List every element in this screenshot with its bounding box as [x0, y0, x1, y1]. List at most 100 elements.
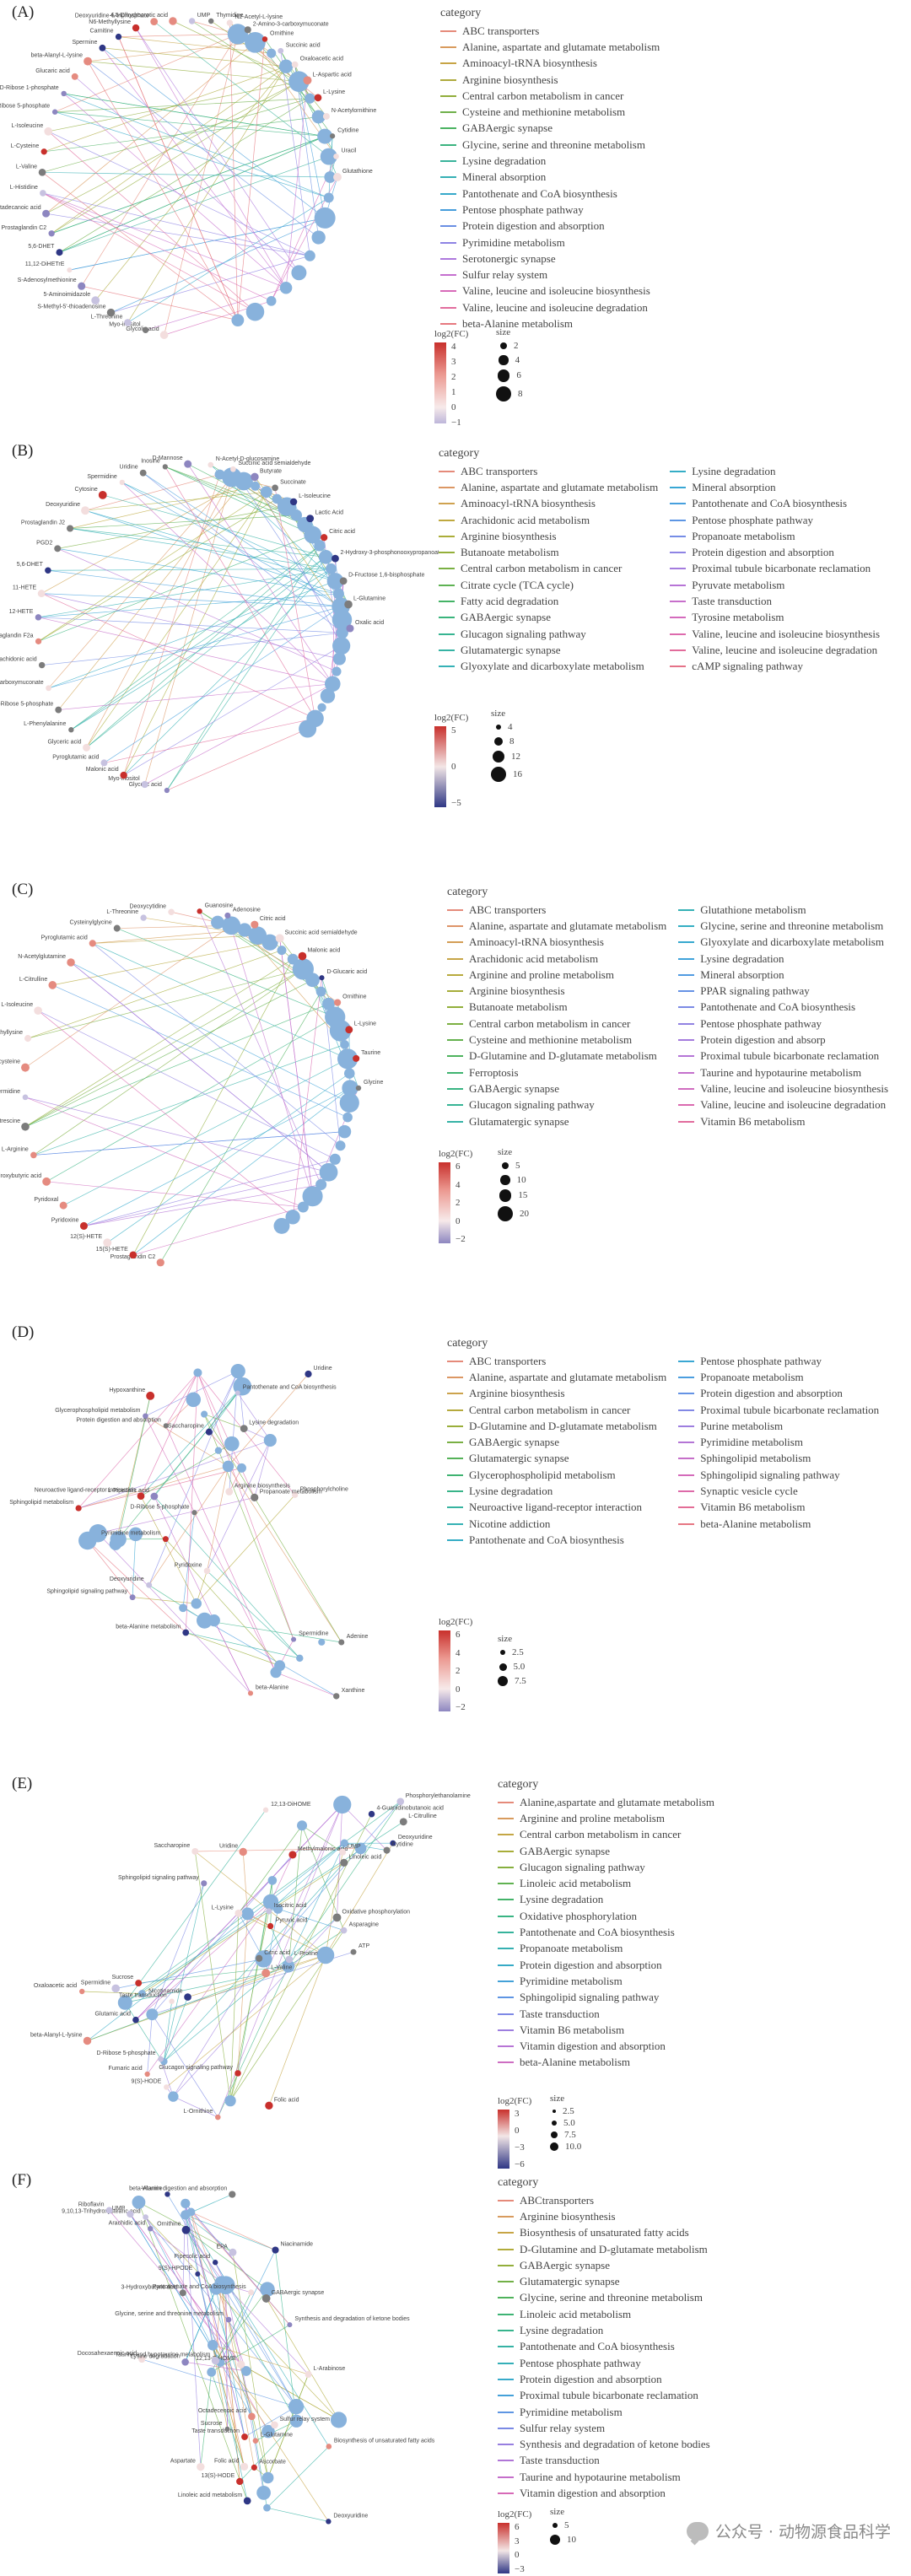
pathway-edge [213, 1619, 251, 1694]
pathway-edge [186, 1632, 300, 1659]
legend-label: Fatty acid degradation [461, 595, 559, 608]
pathway-edge [69, 485, 256, 529]
pathway-edge [185, 1372, 198, 1633]
metabolite-label: Carnitine [90, 29, 114, 35]
legend-item: Sulfur relay system [498, 2420, 710, 2436]
metabolite-node [289, 498, 298, 506]
pathway-edge [38, 498, 278, 642]
pathway-edge [140, 1386, 243, 1496]
pathway-edge [132, 1597, 197, 1604]
metabolite-node [213, 2260, 218, 2266]
size-legend-item: 2 [496, 341, 523, 351]
pathway-edge [41, 593, 340, 660]
pathway-edge [88, 61, 299, 83]
metabolite-label: Sulfur relay system [279, 2417, 330, 2422]
metabolite-label: Cytosine [75, 487, 98, 493]
legend-label: Pyrimidine metabolism [520, 2405, 623, 2418]
legend-label: Lysine degradation [462, 154, 547, 168]
metabolite-node [211, 2356, 220, 2365]
legend-item: Vitamin B6 metabolism [678, 1113, 888, 1129]
pathway-edge [268, 1954, 326, 2106]
metabolite-label: L-Homocysteine [0, 1059, 20, 1065]
legend-item: Arginine biosynthesis [447, 1386, 666, 1402]
pathway-node [266, 296, 277, 306]
pathway-edge [217, 1965, 289, 2118]
pathway-edge [24, 1003, 329, 1128]
size-legend-dot [553, 2110, 556, 2113]
metabolite-node [261, 36, 268, 42]
metabolite-node [292, 1491, 299, 1498]
legend-line-swatch [440, 208, 456, 211]
metabolite-label: Deoxyuridine [398, 1835, 433, 1840]
metabolite-label: Riboflavin [78, 2202, 105, 2208]
metabolite-node [188, 18, 196, 24]
pathway-node [336, 626, 348, 639]
metabolite-node [339, 1848, 347, 1856]
pathway-edge [125, 1801, 401, 2003]
pathway-edge [165, 1425, 277, 1673]
pathway-edge [213, 2344, 309, 2375]
legend-label: Sphingolipid signaling pathway [700, 1468, 840, 1481]
legend-line-swatch [447, 1071, 463, 1074]
legend-item: Glucagon signaling pathway [498, 1859, 714, 1875]
metabolite-node [215, 2114, 221, 2121]
network-graph: 9,10,13-Trihydroxystearic acid9(S)-HPODE… [62, 2185, 435, 2525]
metabolite-label: Lysine degradation [249, 1420, 299, 1426]
metabolite-node [275, 934, 284, 943]
legend-label: Linoleic acid metabolism [520, 2307, 632, 2320]
pathway-edge [84, 1184, 321, 1226]
metabolite-node [197, 908, 202, 914]
pathway-edge [92, 935, 258, 944]
legend-item: Tyrosine metabolism [670, 610, 880, 626]
metabolite-node [247, 1690, 254, 1696]
legend-item: Glycine, serine and threonine metabolism [498, 2290, 710, 2306]
size-legend-dot [500, 1650, 505, 1655]
hub-group [117, 1795, 367, 2107]
legend-item: beta-Alanine metabolism [678, 1516, 879, 1532]
chat-bubble-icon [686, 2521, 709, 2541]
metabolite-label: Myo-inositol [108, 776, 140, 782]
pathway-node [211, 915, 224, 930]
fc-legend-title: log2(FC) [434, 329, 469, 339]
metabolite-label: L-Arginine [2, 1146, 29, 1152]
pathway-node [332, 588, 344, 600]
pathway-node [296, 1654, 304, 1663]
pathway-edge [70, 962, 350, 1103]
pathway-node [288, 2399, 305, 2415]
metabolite-label: Ornithine [270, 30, 294, 36]
size-legend-label: 5.0 [513, 1662, 526, 1672]
metabolite-node [355, 1085, 362, 1091]
metabolite-label: UMP [112, 2206, 126, 2212]
legend-line-swatch [440, 143, 456, 146]
legend-item: GABAergic synapse [447, 1434, 666, 1450]
edge-group [109, 2194, 339, 2522]
metabolite-node [321, 534, 328, 542]
legend-label: Glycine, serine and threonine metabolism [700, 919, 884, 932]
pathway-edge [140, 1495, 197, 1604]
size-legend-item: 4 [496, 355, 523, 365]
metabolite-label: beta-Alanyl-L-lysine [31, 53, 84, 59]
metabolite-node [120, 771, 127, 779]
pathway-edge [238, 1912, 326, 1956]
legend-item: Aminoacyl-tRNA biosynthesis [447, 935, 666, 951]
pathway-edge [33, 1044, 345, 1156]
legend-item: Glyoxylate and dicarboxylate metabolism [678, 935, 888, 951]
legend-label: Lysine degradation [700, 951, 784, 965]
pathway-edge [152, 2014, 218, 2118]
pathway-edge [207, 1571, 300, 1659]
pathway-edge [144, 683, 333, 785]
size-legend-label: 20 [520, 1208, 529, 1219]
metabolite-node [127, 2210, 134, 2218]
metabolite-label: Sphingolipid signaling pathway [46, 1589, 127, 1595]
metabolite-label: D-Mannose [153, 455, 183, 461]
legend-label: Protein digestion and absorption [520, 2372, 662, 2385]
metabolite-label: Succinic acid semialdehyde [238, 461, 310, 466]
size-legend-dot [499, 355, 509, 365]
metabolite-node [261, 2294, 271, 2303]
hub-group [132, 2196, 348, 2512]
metabolite-label: Ascorbate [259, 2459, 286, 2465]
